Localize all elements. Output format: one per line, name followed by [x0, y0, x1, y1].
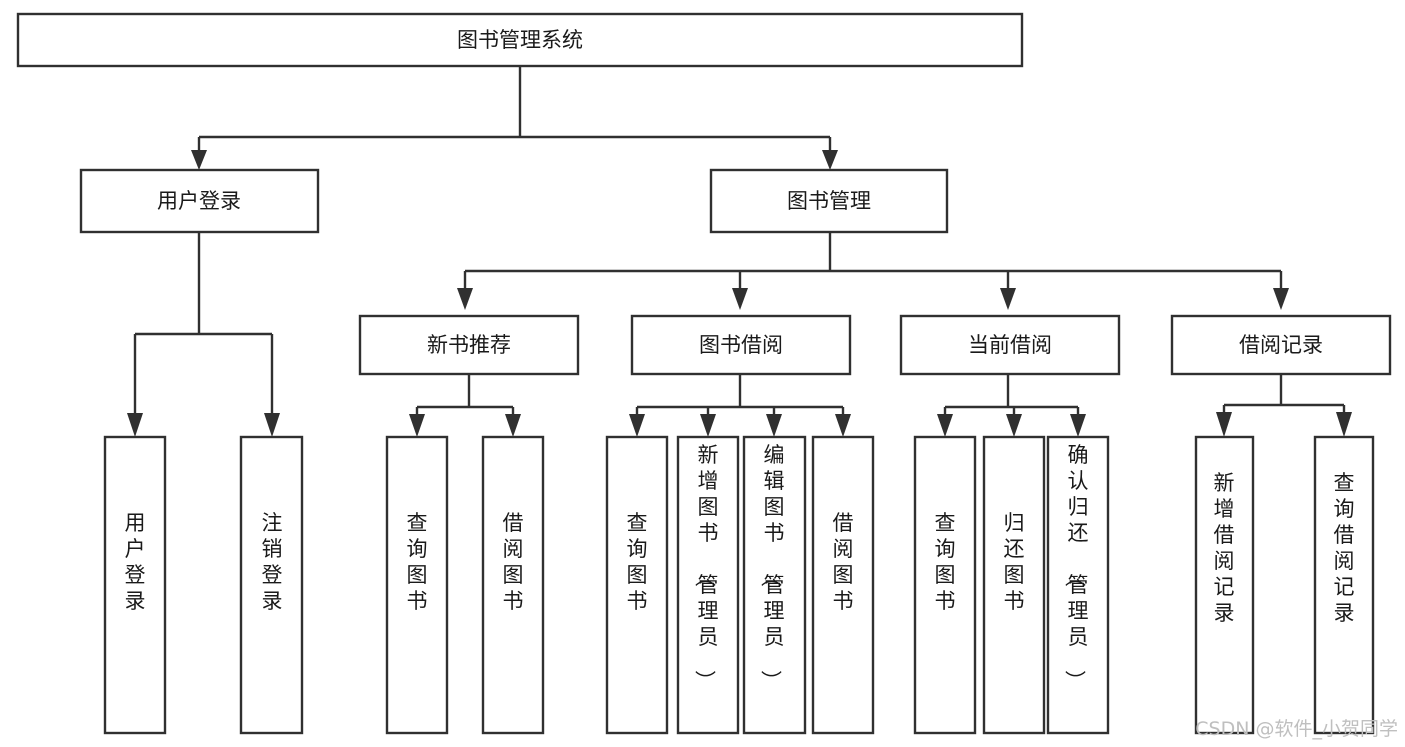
arrow-leaf-query-book-3 [937, 414, 953, 437]
node-leaf-add-book-box[interactable] [676, 435, 740, 735]
node-leaf-borrow-book-2-label: 借阅图书 [833, 511, 854, 613]
node-current-borrow[interactable]: 当前借阅 [899, 314, 1121, 376]
node-leaf-query-book-1[interactable]: 查询图书 [385, 435, 449, 735]
node-leaf-confirm-return-box[interactable] [1046, 435, 1110, 735]
node-user-login-box[interactable] [79, 168, 320, 234]
node-leaf-logout-login-label: 注销登录 [262, 511, 283, 613]
node-leaf-borrow-book-1[interactable]: 借阅图书 [481, 435, 545, 735]
connectors-root-to-level1 [191, 66, 838, 170]
node-root[interactable]: 图书管理系统 [16, 12, 1024, 68]
connectors-currentborrow-to-leaves [937, 374, 1086, 437]
node-new-book-recommend-box[interactable] [358, 314, 580, 376]
node-leaf-borrow-book-2-box[interactable] [811, 435, 875, 735]
node-leaf-query-record-label: 查询借阅记录 [1334, 471, 1355, 625]
node-book-borrow-label: 图书借阅 [699, 333, 783, 357]
node-leaf-user-login-label: 用户登录 [125, 511, 146, 613]
node-leaf-add-record-label: 新增借阅记录 [1214, 471, 1235, 625]
arrow-leaf-query-record [1336, 412, 1352, 437]
node-leaf-user-login[interactable]: 用户登录 [103, 435, 167, 735]
arrow-leaf-logout-login [264, 413, 280, 437]
arrow-leaf-return-book [1006, 414, 1022, 437]
node-book-management-box[interactable] [709, 168, 949, 234]
arrow-leaf-borrow-book-1 [505, 414, 521, 437]
arrow-leaf-add-record [1216, 412, 1232, 437]
node-leaf-confirm-return-label: 确认归还（管理员） [1063, 443, 1089, 691]
arrow-current-borrow [1000, 288, 1016, 310]
arrow-leaf-add-book [700, 414, 716, 437]
arrow-leaf-confirm-return [1070, 414, 1086, 437]
node-leaf-edit-book[interactable]: 编辑图书（管理员） [742, 435, 807, 735]
connectors-bookmgmt-to-level2 [457, 232, 1289, 310]
node-leaf-query-book-2-label: 查询图书 [627, 511, 648, 613]
node-leaf-query-book-2-box[interactable] [605, 435, 669, 735]
node-leaf-query-book-3-box[interactable] [913, 435, 977, 735]
node-leaf-add-book[interactable]: 新增图书（管理员） [676, 435, 740, 735]
node-user-login[interactable]: 用户登录 [79, 168, 320, 234]
node-borrow-record-label: 借阅记录 [1239, 333, 1323, 357]
node-leaf-add-record[interactable]: 新增借阅记录 [1194, 435, 1255, 735]
watermark: CSDN @软件_小贺同学 [1195, 718, 1398, 740]
arrow-leaf-query-book-2 [629, 414, 645, 437]
arrow-user-login [191, 150, 207, 170]
node-leaf-borrow-book-1-label: 借阅图书 [503, 511, 524, 613]
node-leaf-query-book-3[interactable]: 查询图书 [913, 435, 977, 735]
node-leaf-query-book-1-label: 查询图书 [407, 511, 428, 613]
node-leaf-borrow-book-1-box[interactable] [481, 435, 545, 735]
node-borrow-record-box[interactable] [1170, 314, 1392, 376]
node-current-borrow-box[interactable] [899, 314, 1121, 376]
node-root-label: 图书管理系统 [457, 28, 583, 52]
node-leaf-add-record-box[interactable] [1194, 435, 1255, 735]
node-leaf-logout-login[interactable]: 注销登录 [239, 435, 304, 735]
node-leaf-query-record-box[interactable] [1313, 435, 1375, 735]
node-book-borrow[interactable]: 图书借阅 [630, 314, 852, 376]
node-leaf-return-book-label: 归还图书 [1004, 511, 1025, 613]
connectors-newbook-to-leaves [409, 374, 521, 437]
node-leaf-add-book-label: 新增图书（管理员） [693, 443, 719, 691]
arrow-leaf-borrow-book-2 [835, 414, 851, 437]
node-current-borrow-label: 当前借阅 [968, 333, 1052, 357]
node-leaf-query-record[interactable]: 查询借阅记录 [1313, 435, 1375, 735]
node-book-management-label: 图书管理 [787, 189, 871, 213]
arrow-leaf-query-book-1 [409, 414, 425, 437]
node-leaf-logout-login-box[interactable] [239, 435, 304, 735]
arrow-borrow-record [1273, 288, 1289, 310]
node-leaf-query-book-2[interactable]: 查询图书 [605, 435, 669, 735]
node-leaf-user-login-box[interactable] [103, 435, 167, 735]
node-leaf-query-book-1-box[interactable] [385, 435, 449, 735]
node-book-management[interactable]: 图书管理 [709, 168, 949, 234]
arrow-new-book-recommend [457, 288, 473, 310]
node-user-login-label: 用户登录 [157, 189, 241, 213]
arrow-leaf-edit-book [766, 414, 782, 437]
node-new-book-recommend-label: 新书推荐 [427, 333, 511, 357]
node-leaf-borrow-book-2[interactable]: 借阅图书 [811, 435, 875, 735]
connectors-borrowrecord-to-leaves [1216, 374, 1352, 437]
connectors-bookborrow-to-leaves [629, 374, 851, 437]
node-leaf-edit-book-box[interactable] [742, 435, 807, 735]
node-root-box[interactable] [16, 12, 1024, 68]
arrow-book-management [822, 150, 838, 170]
node-book-borrow-box[interactable] [630, 314, 852, 376]
node-leaf-edit-book-label: 编辑图书（管理员） [759, 443, 785, 691]
node-new-book-recommend[interactable]: 新书推荐 [358, 314, 580, 376]
node-leaf-return-book-box[interactable] [982, 435, 1046, 735]
arrow-book-borrow [732, 288, 748, 310]
node-leaf-return-book[interactable]: 归还图书 [982, 435, 1046, 735]
node-borrow-record[interactable]: 借阅记录 [1170, 314, 1392, 376]
node-leaf-query-book-3-label: 查询图书 [935, 511, 956, 613]
connectors-userlogin-to-leaves [127, 232, 280, 437]
arrow-leaf-user-login [127, 413, 143, 437]
node-leaf-confirm-return[interactable]: 确认归还（管理员） [1046, 435, 1110, 735]
